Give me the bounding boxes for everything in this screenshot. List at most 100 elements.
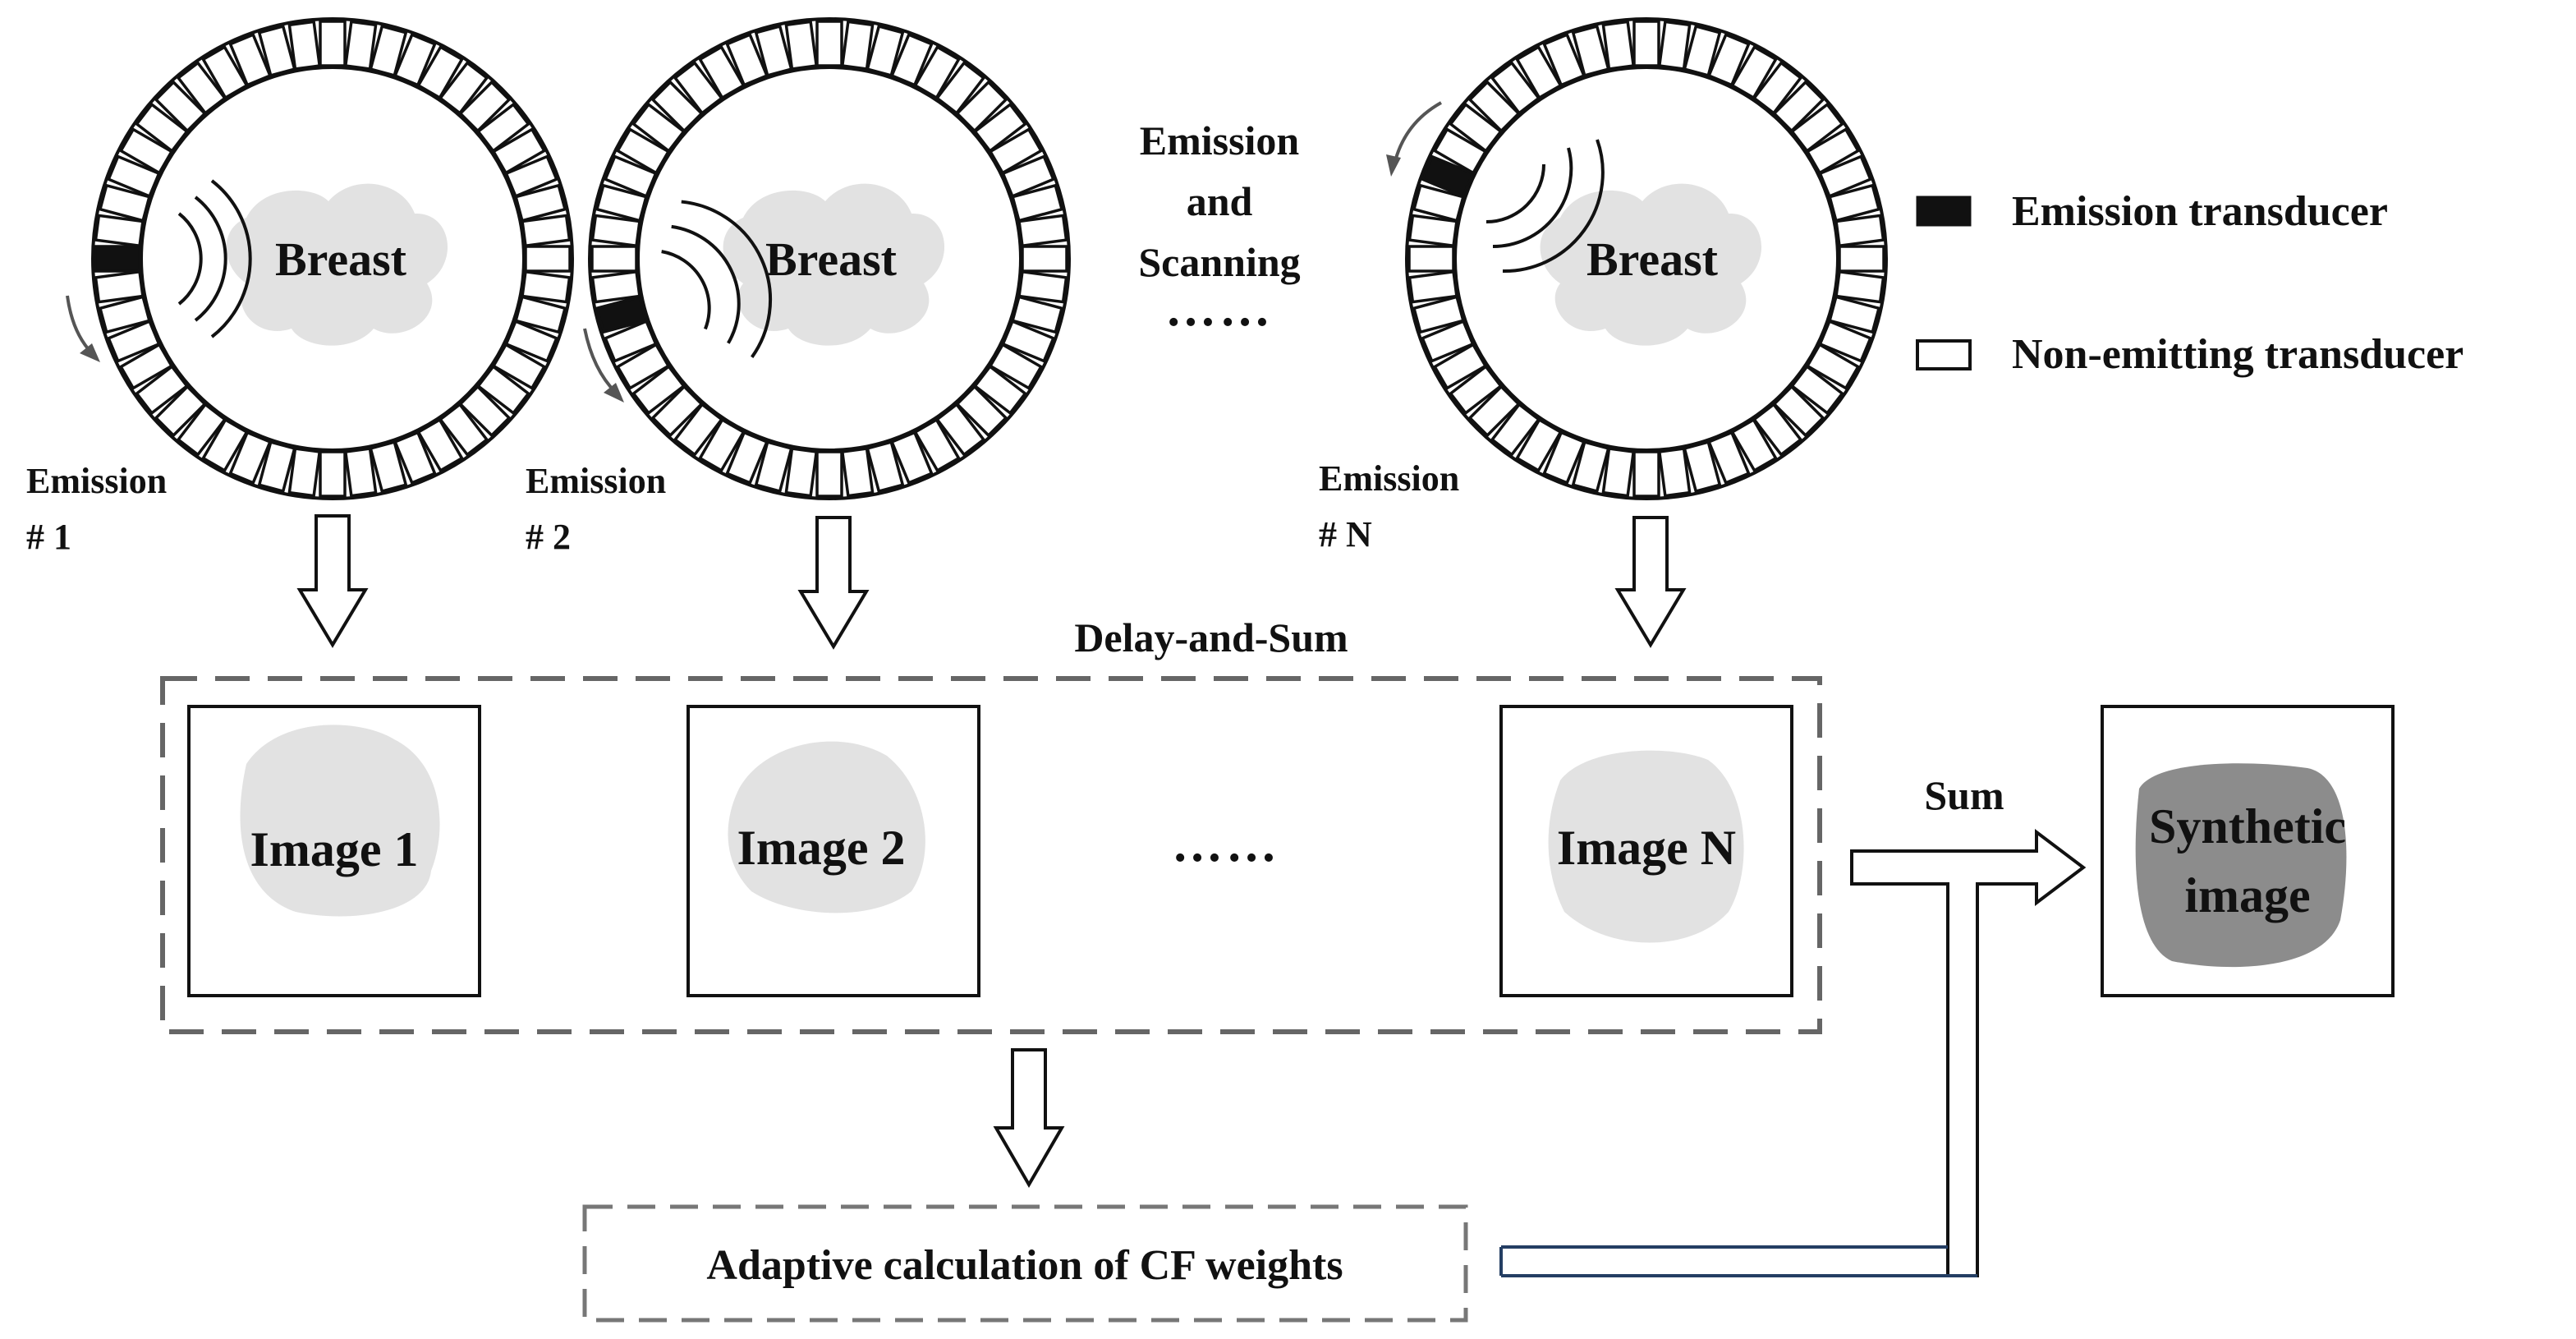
non-emitting-transducer [784, 447, 819, 498]
non-emitting-transducer [513, 295, 567, 334]
non-emitting-transducer [1412, 295, 1466, 334]
transducer-elements [590, 20, 1068, 498]
non-emitting-transducer [1601, 20, 1636, 71]
scan-ellipsis: …… [1165, 281, 1274, 337]
synthetic-blob [2135, 763, 2347, 968]
emission-transducer [595, 295, 649, 334]
non-emitting-transducer [491, 343, 547, 390]
non-emitting-transducer [1467, 384, 1521, 438]
feedback-connector [1499, 1245, 1977, 1277]
non-emitting-transducer [725, 32, 769, 87]
rotation-arrow-icon [583, 328, 624, 403]
non-emitting-transducer [343, 447, 378, 498]
non-emitting-transducer [1432, 127, 1488, 175]
non-emitting-transducer [590, 245, 638, 273]
non-emitting-transducer [201, 417, 249, 473]
non-emitting-transducer [754, 439, 793, 494]
non-emitting-transducer [1752, 402, 1803, 457]
non-emitting-transducer [934, 402, 986, 457]
non-emitting-transducer [934, 61, 986, 116]
non-emitting-transducer [438, 402, 489, 457]
non-emitting-transducer [228, 32, 273, 87]
non-emitting-transducer [1001, 154, 1056, 199]
non-emitting-transducer [154, 80, 207, 133]
ring-label: Breast [765, 232, 898, 286]
non-emitting-transducer [1420, 319, 1475, 363]
rotation-arrow-icon [1386, 101, 1442, 177]
non-emitting-transducer [815, 20, 843, 67]
non-emitting-transducer [1490, 402, 1541, 457]
non-emitting-transducer [1542, 430, 1586, 485]
non-emitting-transducer [913, 417, 961, 473]
non-emitting-transducer [1010, 183, 1064, 223]
non-emitting-transducer [98, 183, 152, 223]
non-emitting-transducer [369, 24, 408, 78]
non-emitting-transducer [866, 439, 905, 494]
non-emitting-transducer [475, 102, 530, 154]
non-emitting-transducer [1772, 80, 1825, 133]
non-emitting-transducer [1834, 269, 1885, 304]
non-emitting-transducer [1827, 295, 1881, 334]
non-emitting-transducer [1407, 269, 1458, 304]
non-emitting-transducer [889, 32, 934, 87]
non-emitting-transducer [784, 20, 819, 71]
non-emitting-transducer [1017, 269, 1068, 304]
non-emitting-transducer [1706, 430, 1751, 485]
das-title: Delay-and-Sum [1074, 614, 1348, 660]
breast-blob [1540, 183, 1762, 346]
emission-transducer [94, 245, 141, 273]
non-emitting-transducer [815, 450, 843, 498]
transducer-ring-2: Breast [583, 17, 1071, 500]
non-emitting-transducer [1805, 127, 1861, 175]
scan-caption-line: Emission [1140, 117, 1300, 163]
non-emitting-transducer [521, 269, 572, 304]
non-emitting-transducer [1515, 44, 1563, 100]
image-label: Image N [1557, 821, 1736, 875]
non-emitting-transducer [438, 61, 489, 116]
legend-emission-label: Emission transducer [2012, 188, 2388, 235]
non-emitting-transducer [673, 61, 724, 116]
non-emitting-transducer [1010, 295, 1064, 334]
non-emitting-transducer [1818, 154, 1873, 199]
scan-caption-line: and [1187, 178, 1253, 224]
non-emitting-transducer [1730, 44, 1778, 100]
down-arrow-icon [296, 514, 369, 648]
non-emitting-transducer [1818, 319, 1873, 363]
das-dashed-box [160, 676, 1822, 1034]
non-emitting-transducer [590, 214, 641, 248]
non-emitting-transducer [955, 80, 1008, 133]
non-emitting-transducer [1834, 214, 1885, 248]
non-emitting-transducer [1752, 61, 1803, 116]
non-emitting-transducer [1657, 20, 1692, 71]
down-arrow-icon [1614, 516, 1687, 648]
non-emitting-transducer [176, 61, 227, 116]
image-frame-n: Image N [1499, 705, 1793, 997]
cf-weights-label: Adaptive calculation of CF weights [706, 1242, 1343, 1289]
non-emitting-transducer [1632, 20, 1660, 67]
non-emitting-transducer [595, 183, 649, 223]
non-emitting-transducer [98, 295, 152, 334]
non-emitting-transducer [590, 269, 641, 304]
legend-non-emitting-label: Non-emitting transducer [2012, 331, 2464, 378]
non-emitting-transducer [135, 102, 190, 154]
non-emitting-transducer [650, 384, 704, 438]
non-emitting-transducer [1632, 450, 1660, 498]
non-emitting-transducer [1449, 364, 1504, 416]
non-emitting-transducer [1449, 102, 1504, 154]
emission-number-2: # 2 [526, 517, 571, 557]
non-emitting-transducer [603, 319, 658, 363]
image-frame-2: Image 2 [686, 705, 980, 997]
scan-caption: Emission and Scanning …… [1138, 117, 1300, 337]
non-emitting-transducer [1730, 417, 1778, 473]
emission-label-1: Emission [26, 461, 167, 501]
non-emitting-transducer [1789, 364, 1844, 416]
non-emitting-transducer [106, 154, 161, 199]
non-emitting-transducer [287, 20, 322, 71]
wave-arcs [1485, 139, 1605, 274]
non-emitting-transducer [988, 343, 1044, 390]
non-emitting-transducer [1021, 245, 1068, 273]
non-emitting-transducer [1805, 343, 1861, 390]
ring-inner-circle [140, 66, 526, 452]
non-emitting-transducer [94, 214, 145, 248]
emission-transducer [1420, 154, 1475, 199]
